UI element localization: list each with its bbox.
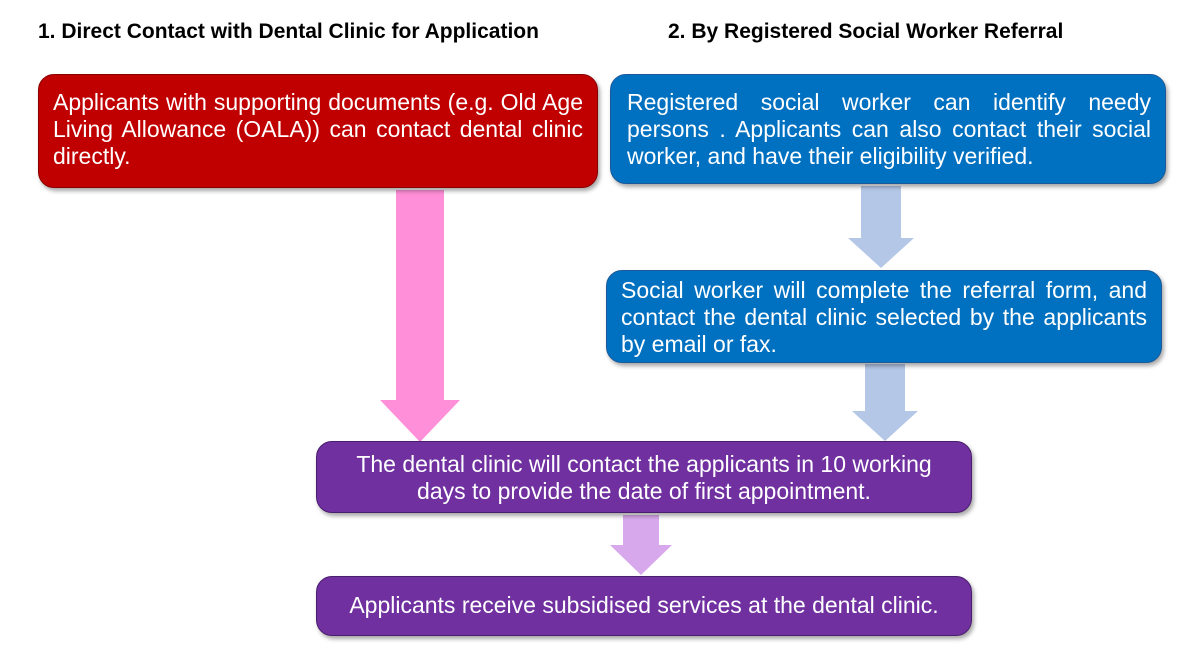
arrow-referral-to-clinic: [852, 364, 918, 441]
heading-direct-contact: 1. Direct Contact with Dental Clinic for…: [38, 20, 539, 43]
receive-services-text: Applicants receive subsidised services a…: [349, 592, 939, 618]
clinic-contact-box: The dental clinic will contact the appli…: [316, 441, 972, 513]
referral-form-text: Social worker will complete the referral…: [621, 277, 1147, 357]
direct-contact-text: Applicants with supporting documents (e.…: [53, 89, 583, 169]
social-worker-identify-text: Registered social worker can identify ne…: [627, 89, 1151, 169]
arrow-clinic-to-services: [610, 515, 672, 575]
light-blue-arrow-shape: [848, 186, 914, 268]
arrow-direct-to-clinic: [380, 190, 460, 442]
arrow-identify-to-referral: [848, 186, 914, 268]
lavender-arrow-shape: [610, 515, 672, 575]
receive-services-box: Applicants receive subsidised services a…: [316, 576, 972, 636]
pink-arrow-shape: [380, 190, 460, 442]
light-blue-arrow-shape: [852, 364, 918, 441]
clinic-contact-text: The dental clinic will contact the appli…: [356, 451, 932, 504]
direct-contact-box: Applicants with supporting documents (e.…: [38, 74, 598, 188]
heading-social-worker-referral: 2. By Registered Social Worker Referral: [668, 20, 1064, 43]
referral-form-box: Social worker will complete the referral…: [606, 270, 1162, 363]
social-worker-identify-box: Registered social worker can identify ne…: [610, 74, 1166, 184]
